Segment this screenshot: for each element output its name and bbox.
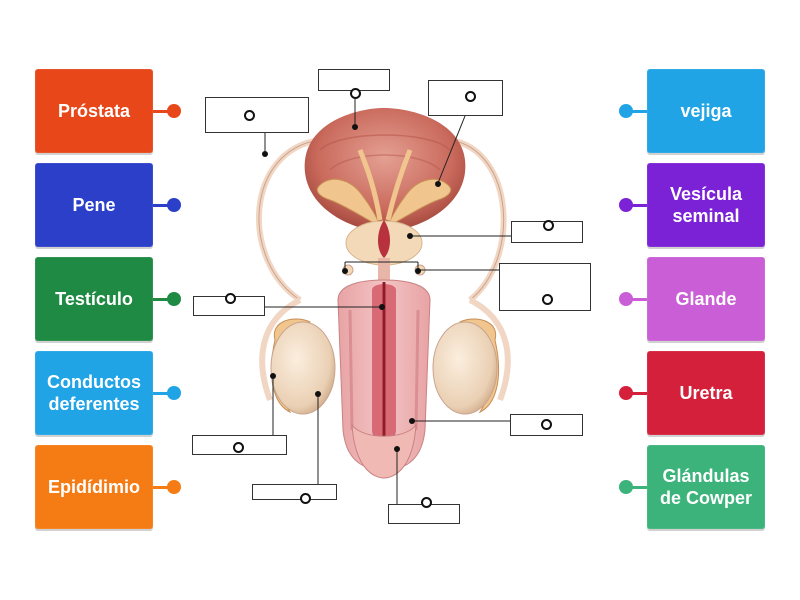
slot-ring-icon (233, 442, 244, 453)
label-tile-glandulas-de-cowper[interactable]: Glándulas de Cowper (647, 445, 765, 529)
connector-line (627, 392, 647, 395)
slot-ring-icon (541, 419, 552, 430)
slot-ring-icon (542, 294, 553, 305)
answer-slot-prostate[interactable] (511, 220, 583, 243)
label-tile-prostata[interactable]: Próstata (35, 69, 153, 153)
answer-slot-testis[interactable] (252, 484, 337, 504)
drag-handle-dot-icon[interactable] (167, 104, 181, 118)
label-tile-glande[interactable]: Glande (647, 257, 765, 341)
connector-line (153, 298, 173, 301)
label-tile-uretra[interactable]: Uretra (647, 351, 765, 435)
slot-ring-icon (421, 497, 432, 508)
label-tile-testiculo[interactable]: Testículo (35, 257, 153, 341)
answer-slot-urethra[interactable] (193, 293, 265, 316)
connector-line (153, 110, 173, 113)
slot-ring-icon (300, 493, 311, 504)
answer-slot-penis[interactable] (510, 414, 583, 436)
drag-handle-dot-icon[interactable] (619, 480, 633, 494)
slot-ring-icon (465, 91, 476, 102)
drag-handle-dot-icon[interactable] (619, 292, 633, 306)
connector-line (153, 486, 173, 489)
answer-slot-seminal-vesicle[interactable] (428, 80, 503, 116)
label-tile-vejiga[interactable]: vejiga (647, 69, 765, 153)
slot-ring-icon (543, 220, 554, 231)
label-tile-conductos-deferentes[interactable]: Conductos deferentes (35, 351, 153, 435)
drag-handle-dot-icon[interactable] (619, 386, 633, 400)
answer-slot-bladder[interactable] (318, 69, 390, 99)
answer-slot-vas-deferens-top[interactable] (205, 97, 309, 133)
drag-handle-dot-icon[interactable] (167, 386, 181, 400)
connector-line (627, 110, 647, 113)
slot-ring-icon (244, 110, 255, 121)
label-tile-pene[interactable]: Pene (35, 163, 153, 247)
answer-slot-glans[interactable] (388, 497, 460, 524)
answer-slot-cowper-glands[interactable] (499, 263, 591, 311)
drag-handle-dot-icon[interactable] (167, 198, 181, 212)
connector-line (153, 204, 173, 207)
slot-ring-icon (225, 293, 236, 304)
drag-handle-dot-icon[interactable] (619, 198, 633, 212)
answer-slot-epididymis[interactable] (192, 435, 287, 455)
slot-ring-icon (350, 88, 361, 99)
drag-handle-dot-icon[interactable] (619, 104, 633, 118)
drag-handle-dot-icon[interactable] (167, 292, 181, 306)
label-tile-epididimio[interactable]: Epidídimio (35, 445, 153, 529)
label-tile-vesicula-seminal[interactable]: Vesícula seminal (647, 163, 765, 247)
drag-handle-dot-icon[interactable] (167, 480, 181, 494)
connector-line (153, 392, 173, 395)
connector-line (627, 204, 647, 207)
connector-line (627, 298, 647, 301)
connector-line (627, 486, 647, 489)
